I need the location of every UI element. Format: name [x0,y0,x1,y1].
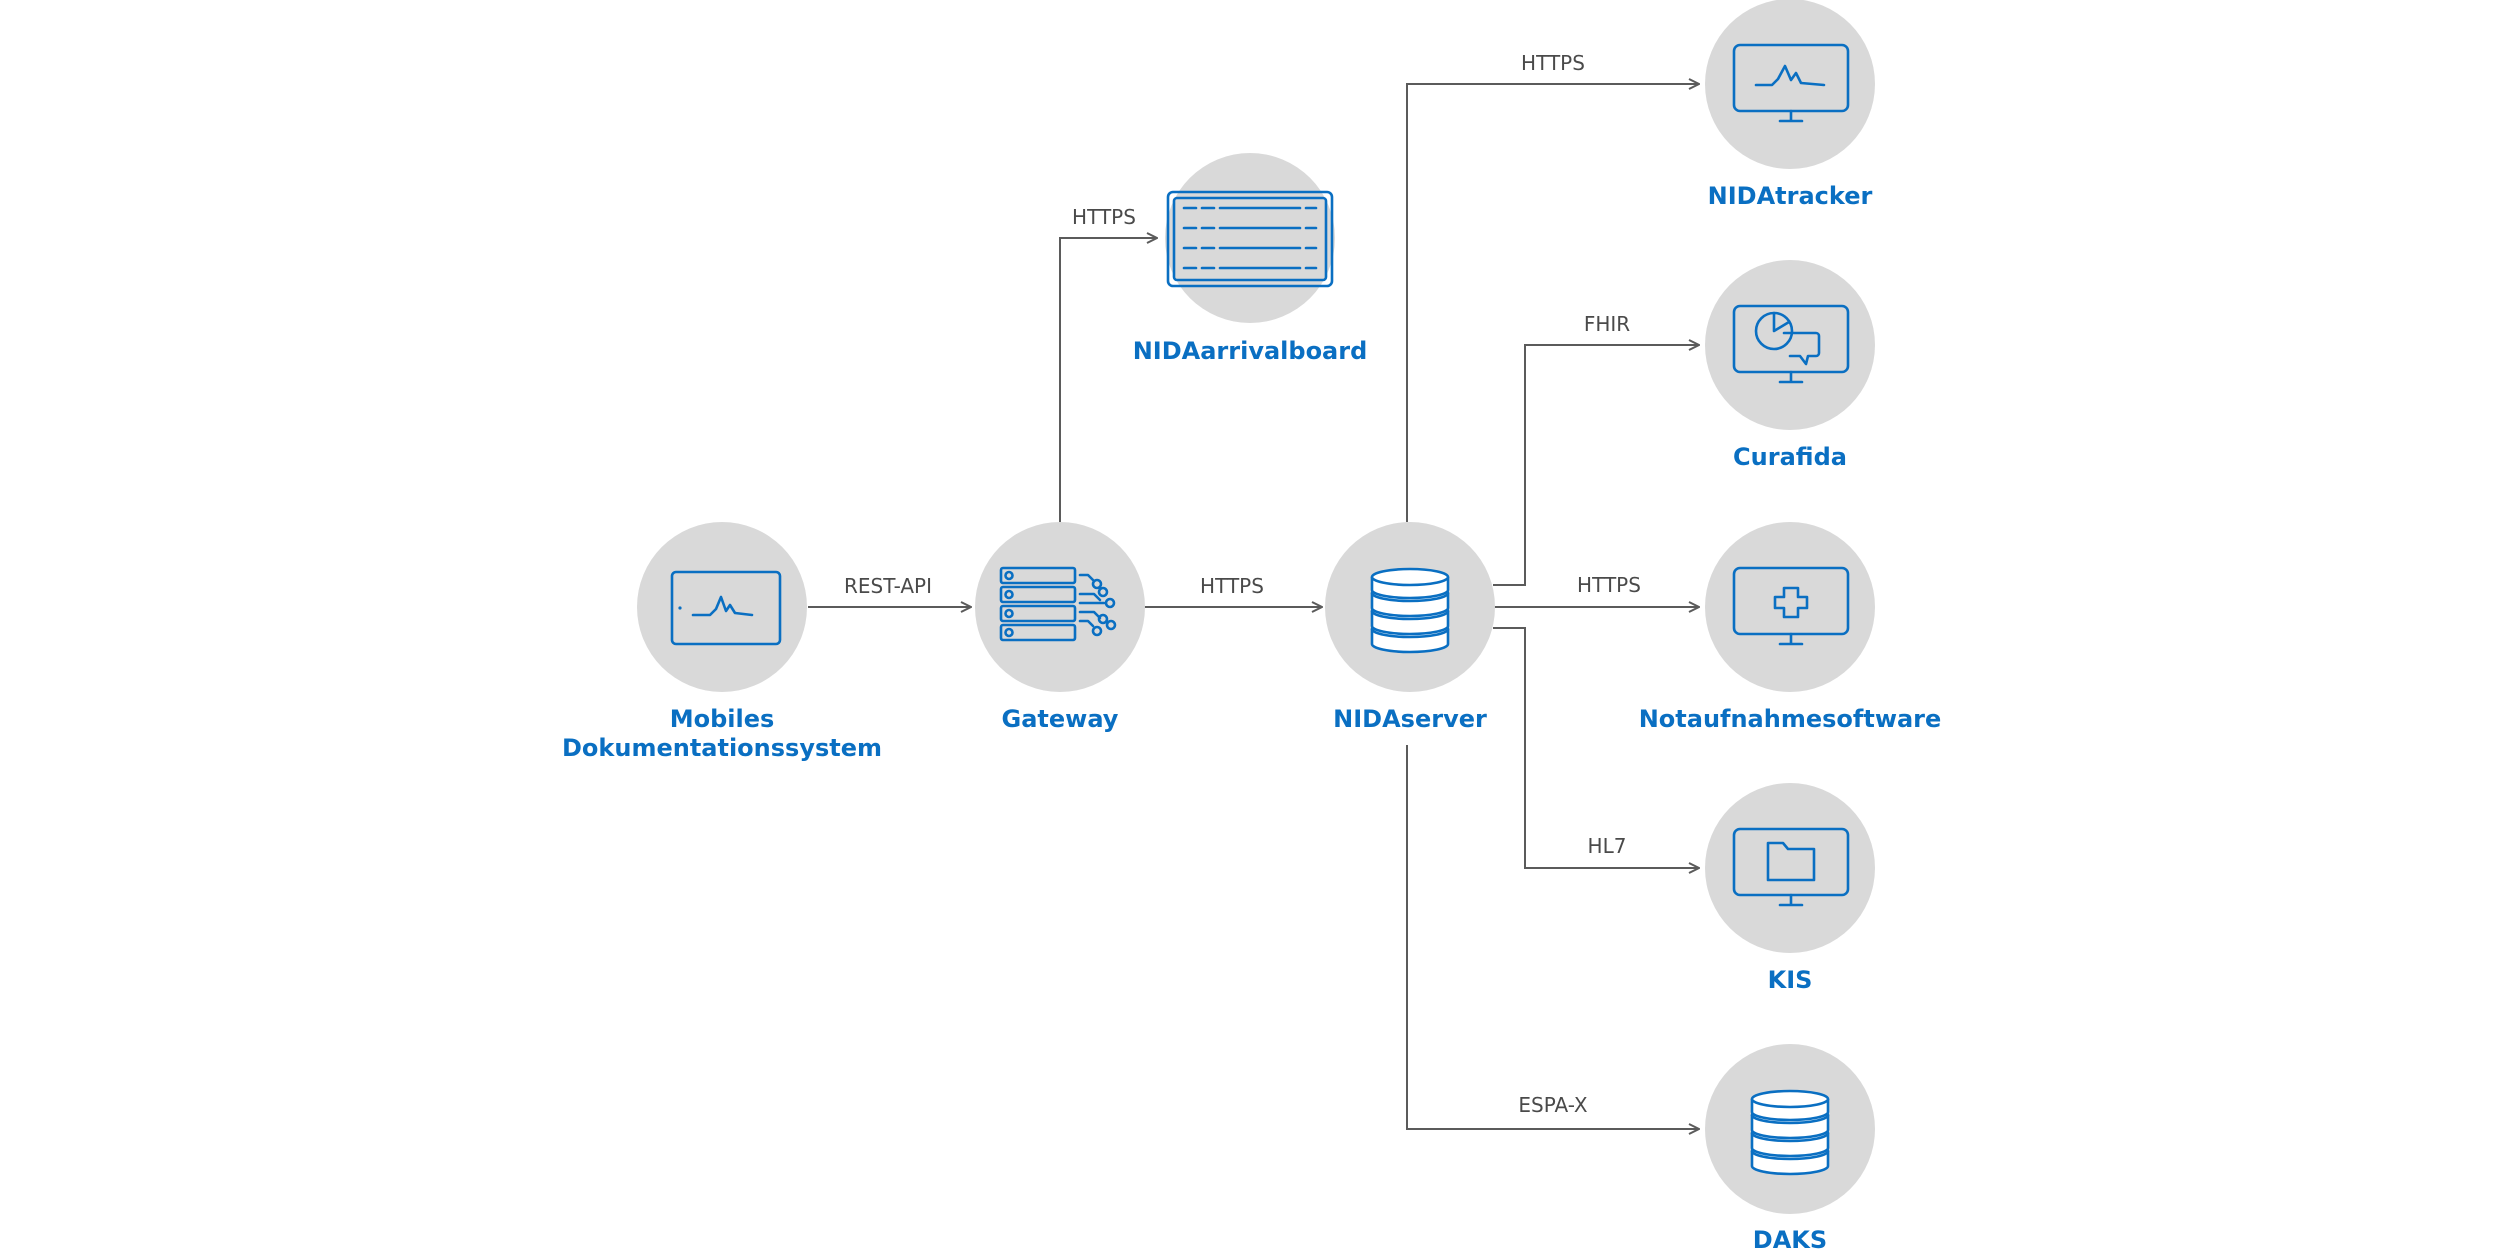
protocol-label-fhir: FHIR [1584,312,1630,336]
protocol-label-https-server: HTTPS [1200,574,1264,598]
monitor-folder-icon [1732,827,1850,907]
monitor-chart-chat-icon [1732,304,1850,384]
node-label: NIDAarrivalboard [1133,337,1368,365]
node-label-line-1: Mobiles [670,705,775,733]
node-circle [1705,260,1875,430]
protocol-label-hl7: HL7 [1588,834,1627,858]
node-label: Gateway [1002,705,1119,733]
protocol-labels: REST-API HTTPS HTTPS HTTPS FHIR HTTPS HL… [844,51,1641,1117]
connector-server-curafida [1493,345,1699,586]
connector-server-tracker [1406,84,1699,522]
monitor-cross-icon [1732,566,1850,646]
connectors [808,84,1699,1129]
node-circle [637,522,807,692]
connector-gateway-arrivalboard [1059,238,1157,522]
node-label-line-2: Dokumentationssystem [562,734,882,762]
node-gateway: Gateway [975,522,1145,733]
node-circle [1165,153,1335,323]
protocol-label-https-tracker: HTTPS [1521,51,1585,75]
tablet-waveform-icon [670,570,782,646]
node-label: NIDAtracker [1708,182,1873,210]
node-daks: DAKS [1705,1044,1875,1250]
node-label: NIDAserver [1333,705,1487,733]
database-icon [1750,1089,1830,1176]
protocol-label-rest-api: REST-API [844,574,932,598]
node-arrivalboard: NIDAarrivalboard [1133,153,1368,365]
node-label: Notaufnahmesoftware [1639,705,1942,733]
node-circle [1705,783,1875,953]
node-circle [1705,522,1875,692]
monitor-waveform-icon [1732,43,1850,123]
node-kis: KIS [1705,783,1875,994]
node-curafida: Curafida [1705,260,1875,471]
connector-server-kis [1493,627,1699,868]
protocol-label-https-notaufnahme: HTTPS [1577,573,1641,597]
node-tracker: NIDAtracker [1705,0,1875,210]
protocol-label-https-arrivalboard: HTTPS [1072,205,1136,229]
database-icon [1370,567,1450,654]
protocol-label-espa-x: ESPA-X [1518,1093,1588,1117]
node-mobile: Mobiles Dokumentationssystem [562,522,882,762]
node-label: Curafida [1733,443,1847,471]
node-nidaserver: NIDAserver [1325,522,1495,733]
board-display-icon [1166,190,1334,288]
node-label: DAKS [1753,1226,1827,1250]
node-notaufnahme: Notaufnahmesoftware [1639,522,1942,733]
connector-server-daks [1406,745,1699,1129]
node-circle [1705,0,1875,169]
server-network-icon [999,566,1117,642]
node-label: KIS [1768,966,1813,994]
